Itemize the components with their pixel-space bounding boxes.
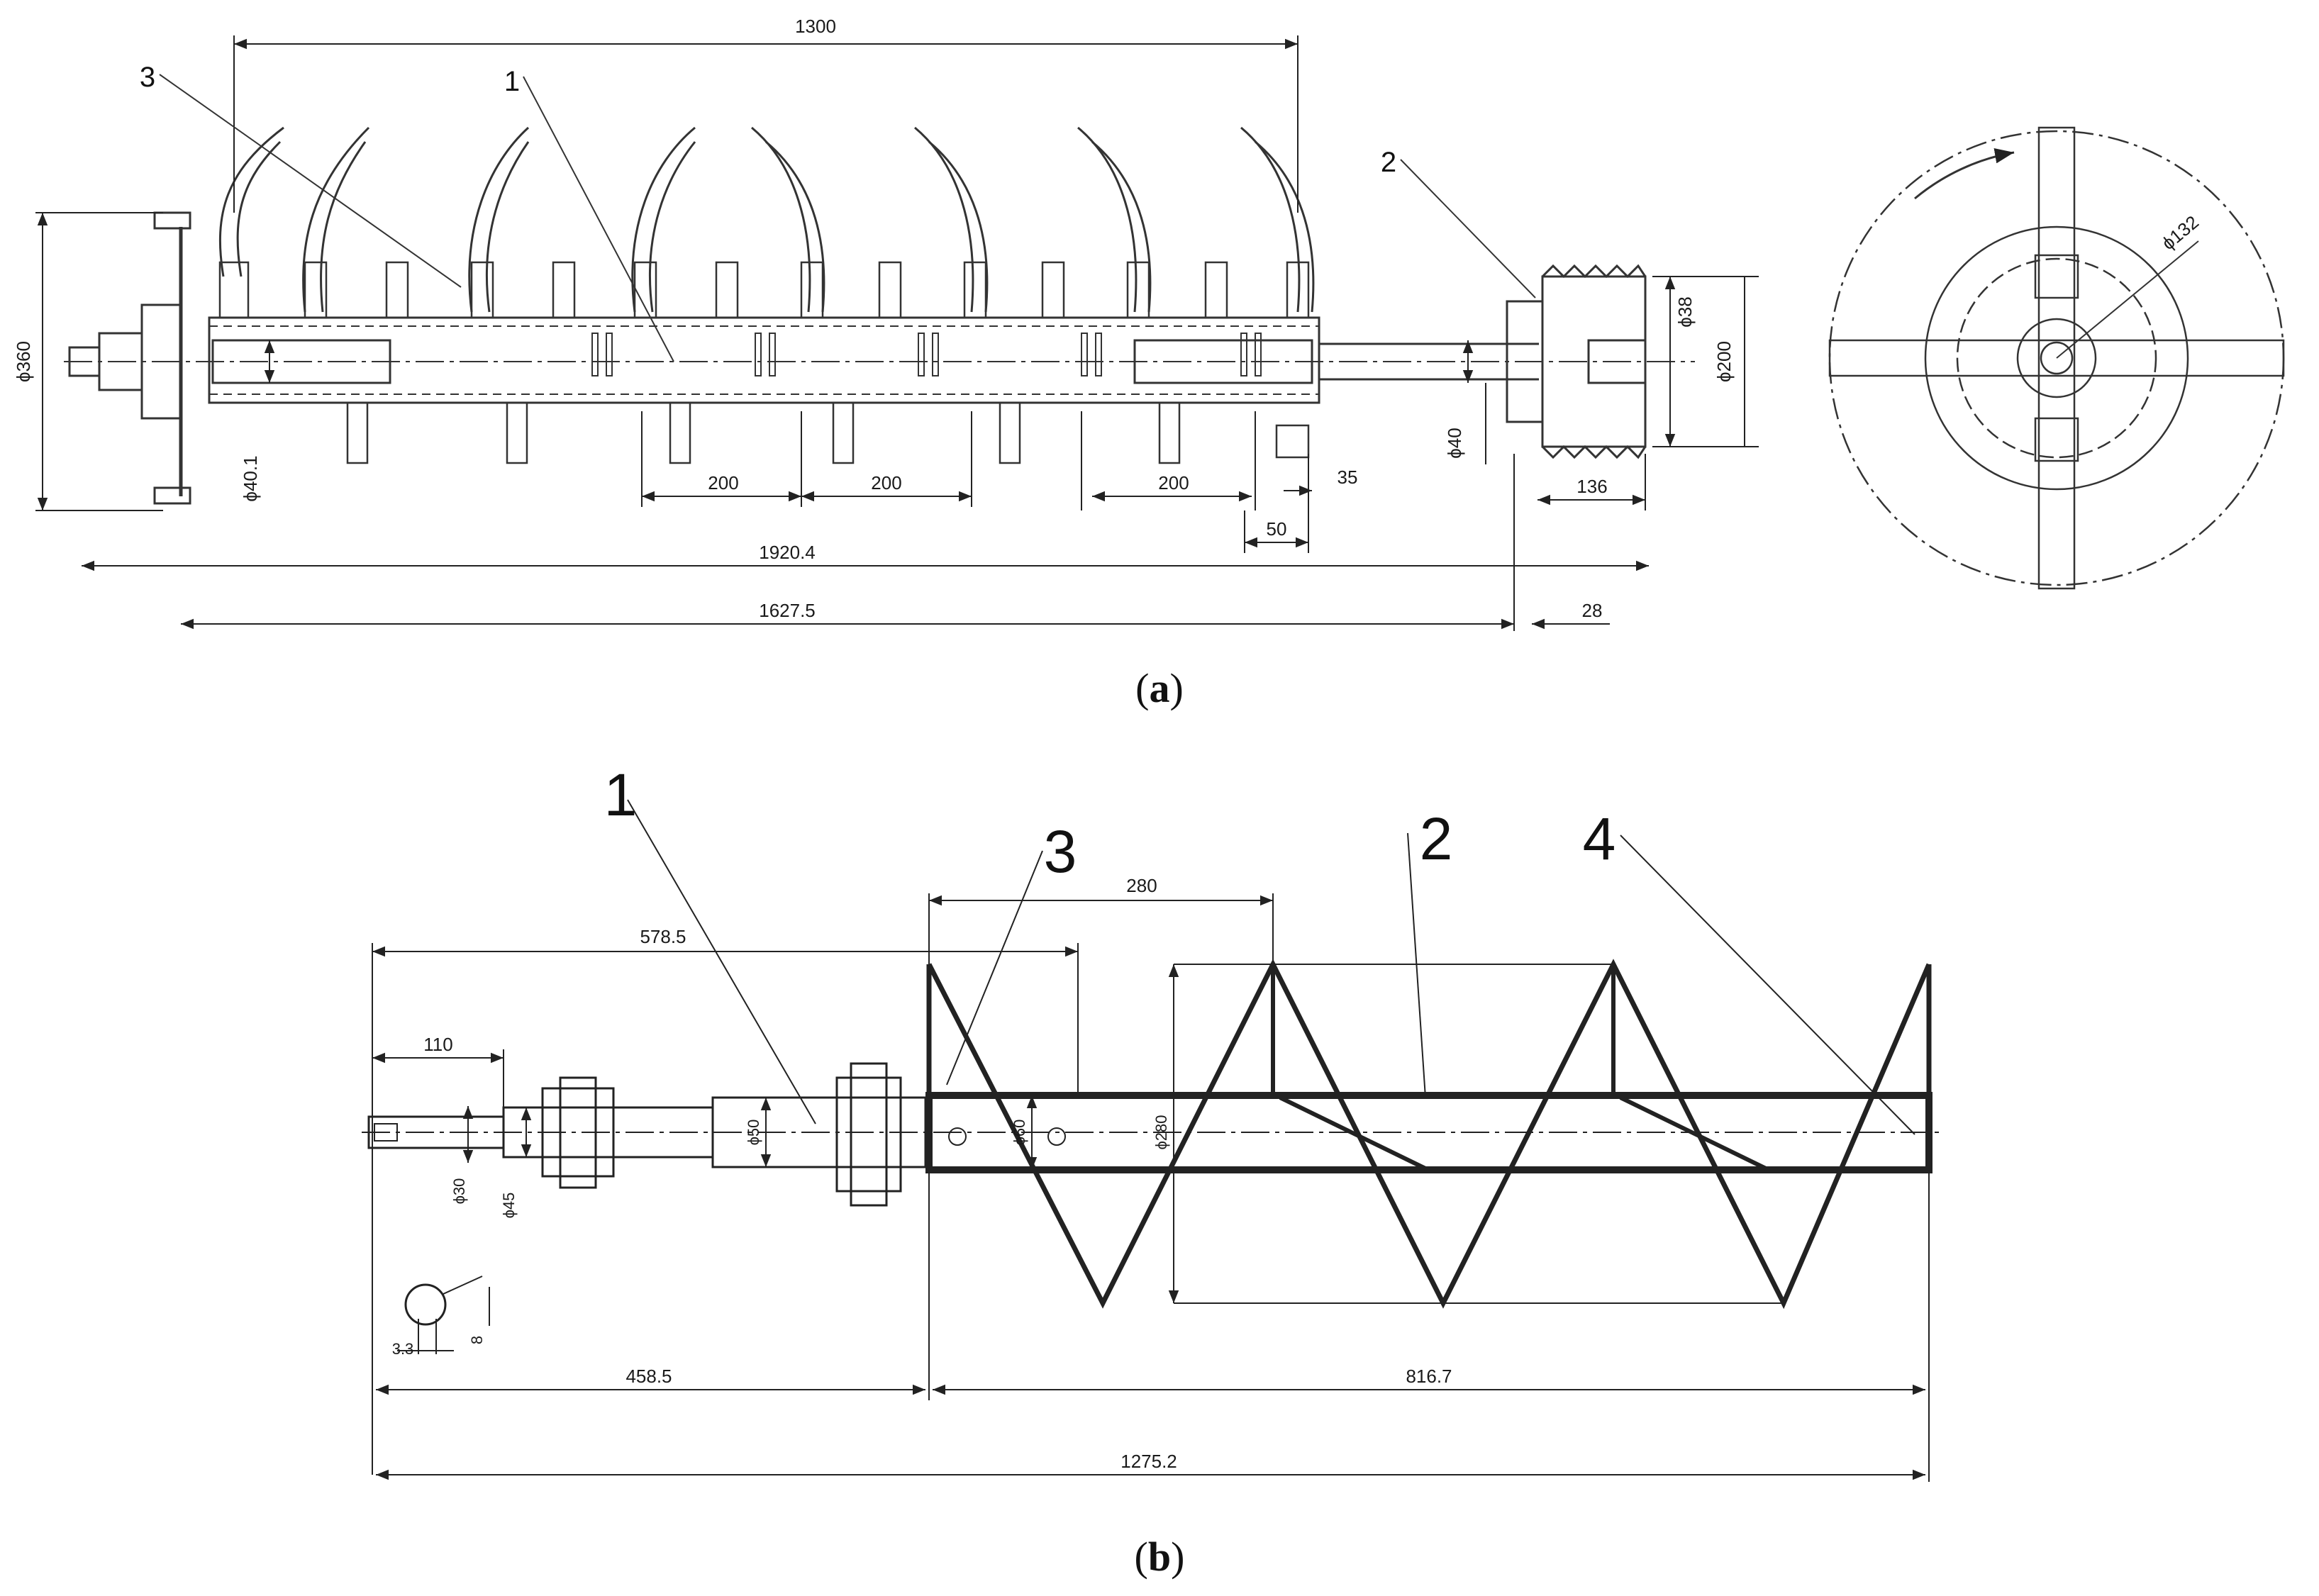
auger-flight-back-1 bbox=[1279, 1095, 1427, 1171]
dim-1627-5: 1627.5 bbox=[759, 600, 816, 621]
dim-key-3-3: 3.3 bbox=[392, 1340, 414, 1358]
rotor-tube bbox=[208, 316, 1320, 404]
dim-200-2: 200 bbox=[871, 472, 901, 493]
figure-b-labels: 280 578.5 110 ϕ30 ϕ45 ϕ50 ϕ60 ϕ280 3.3 8… bbox=[392, 761, 1616, 1580]
dim-d132: ϕ132 bbox=[2157, 211, 2203, 254]
leader-2-b bbox=[1407, 832, 1426, 1098]
auger-flight-front bbox=[926, 959, 1932, 1310]
end-view bbox=[1828, 126, 2285, 590]
dim-1275-2: 1275.2 bbox=[1120, 1451, 1177, 1472]
tine-mounts-top bbox=[218, 261, 1310, 319]
callout-3-a: 3 bbox=[140, 62, 155, 93]
dim-d40: ϕ40 bbox=[1444, 428, 1465, 458]
leader-4-b bbox=[1620, 835, 1915, 1135]
tube-slots bbox=[591, 333, 1262, 376]
dim-d45: ϕ45 bbox=[500, 1193, 518, 1219]
dim-d50: ϕ50 bbox=[745, 1120, 762, 1146]
dim-key-8: 8 bbox=[468, 1336, 486, 1344]
caption-a: (a) bbox=[1135, 665, 1184, 711]
horizontal-tine-arms bbox=[1828, 339, 2285, 377]
dim-50: 50 bbox=[1267, 518, 1287, 540]
dim-d280: ϕ280 bbox=[1152, 1115, 1170, 1149]
leader-3-b bbox=[946, 850, 1043, 1086]
dim-458-5: 458.5 bbox=[625, 1366, 672, 1387]
dim-d200: ϕ200 bbox=[1713, 341, 1735, 382]
callout-2-b: 2 bbox=[1420, 805, 1453, 872]
bearing-2 bbox=[835, 1076, 902, 1193]
dim-1300: 1300 bbox=[795, 16, 836, 37]
dim-136: 136 bbox=[1576, 476, 1607, 497]
dim-200-1: 200 bbox=[708, 472, 738, 493]
left-shaft-end bbox=[68, 346, 101, 377]
leader-1-b bbox=[627, 799, 816, 1125]
upper-tines bbox=[218, 126, 1315, 313]
dim-d360: ϕ360 bbox=[13, 341, 34, 382]
dimension-lines-a bbox=[35, 35, 1759, 631]
dim-200-3: 200 bbox=[1158, 472, 1189, 493]
figure-a-labels: 1300 ϕ360 ϕ40.1 200 200 200 35 50 136 19… bbox=[13, 16, 2203, 711]
dim-d40-1: ϕ40.1 bbox=[240, 455, 261, 501]
dim-280-pitch: 280 bbox=[1126, 875, 1157, 896]
figure-a bbox=[35, 35, 2285, 631]
callout-1-a: 1 bbox=[504, 66, 520, 97]
vertical-tine-arms bbox=[2037, 126, 2076, 590]
dim-578-5: 578.5 bbox=[640, 926, 686, 947]
caption-b: (b) bbox=[1135, 1534, 1185, 1580]
leader-1-a bbox=[523, 76, 674, 362]
figure-b bbox=[362, 799, 1943, 1482]
callout-1-b: 1 bbox=[604, 761, 638, 828]
leader-2-a bbox=[1400, 159, 1536, 298]
dim-110: 110 bbox=[423, 1034, 452, 1055]
dim-d38: ϕ38 bbox=[1674, 296, 1696, 327]
dim-816-7: 816.7 bbox=[1406, 1366, 1452, 1387]
rotation-arrow bbox=[1914, 148, 2015, 200]
dim-1920-4: 1920.4 bbox=[759, 542, 816, 563]
callout-2-a: 2 bbox=[1381, 147, 1396, 178]
dim-35: 35 bbox=[1338, 467, 1358, 488]
dim-d30: ϕ30 bbox=[450, 1178, 468, 1205]
key-section bbox=[404, 1283, 447, 1326]
dim-28: 28 bbox=[1582, 600, 1603, 621]
dimension-lines-b bbox=[372, 893, 1930, 1482]
disc bbox=[1924, 225, 2189, 491]
bearing-1 bbox=[541, 1087, 615, 1178]
callout-3-b: 3 bbox=[1044, 818, 1077, 885]
dim-d60: ϕ60 bbox=[1011, 1120, 1028, 1146]
leader-3-a bbox=[159, 74, 462, 288]
auger-flight-back-2 bbox=[1619, 1095, 1767, 1171]
tine-mounts-bottom bbox=[346, 401, 1310, 464]
callout-4-b: 4 bbox=[1583, 805, 1616, 872]
